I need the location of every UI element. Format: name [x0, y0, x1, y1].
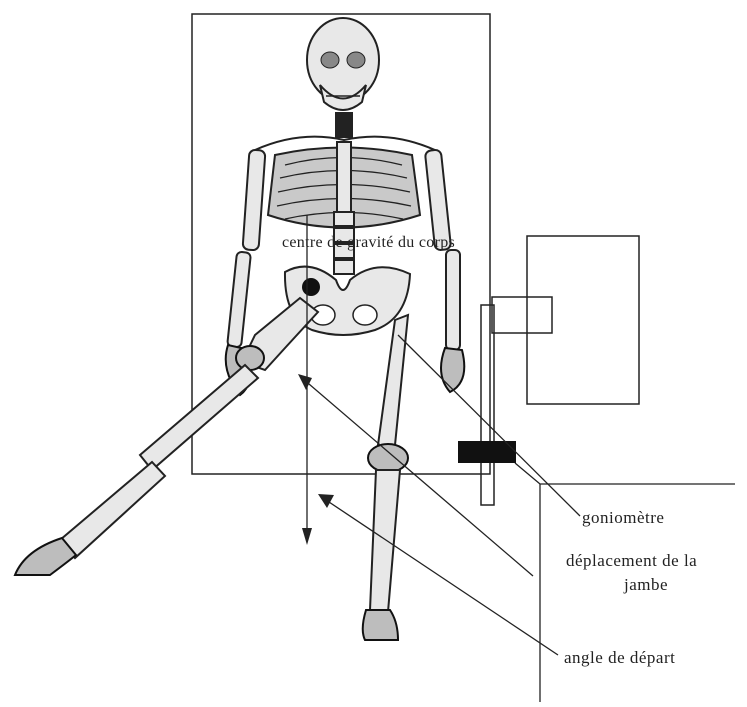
start-angle-arrow-line	[323, 498, 558, 655]
goniometer-leader	[398, 335, 580, 516]
eye-socket-left	[321, 52, 339, 68]
apparatus-connector	[492, 297, 552, 333]
leg-displacement-label-1: déplacement de la	[566, 551, 697, 570]
support-frame	[515, 463, 735, 484]
skull	[307, 18, 379, 102]
plumb-line-arrowhead	[302, 528, 312, 545]
leg-displacement-label-2: jambe	[623, 575, 668, 594]
displacement-arrowhead	[298, 374, 312, 390]
eye-socket-right	[347, 52, 365, 68]
start-angle-arrowhead	[318, 494, 334, 508]
gravity-center-dot	[302, 278, 320, 296]
neck-vertebrae	[335, 112, 353, 138]
gravity-center-label: centre de gravité du corps	[282, 234, 455, 251]
start-angle-label: angle de départ	[564, 648, 675, 667]
goniometer-label: goniomètre	[582, 508, 664, 527]
apparatus-box	[527, 236, 639, 404]
vertical-right-leg	[363, 315, 408, 640]
goniometer-bar	[481, 305, 494, 505]
abducted-left-leg	[15, 298, 318, 575]
displacement-arrow-line	[302, 378, 533, 576]
right-arm	[425, 149, 464, 392]
